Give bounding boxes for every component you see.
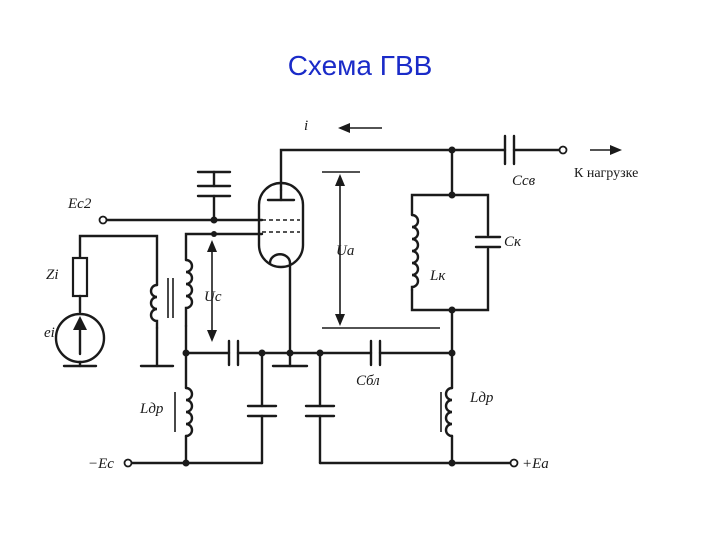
ec2-label: Eс2 [67, 196, 92, 212]
cbl-label: Cбл [356, 373, 380, 389]
zi-label: Zi [46, 267, 59, 283]
minus-ec-label: −Eс [88, 456, 114, 472]
bottom-rails [123, 458, 519, 468]
ua-indicator [322, 171, 440, 329]
right-choke [440, 351, 454, 465]
current-label: i [304, 118, 308, 134]
plus-ea-label: +Eа [522, 456, 549, 472]
control-grid-line [184, 231, 264, 262]
output-arrow [590, 145, 622, 155]
ldr-left-label: Lдр [139, 401, 164, 417]
tank-circuit [410, 148, 502, 357]
to-load-label: К нагрузке [574, 166, 638, 181]
current-arrow [338, 123, 382, 133]
slide-title: Схема ГВВ [287, 50, 433, 81]
vacuum-tube [257, 181, 305, 355]
ua-label: Uа [336, 243, 354, 259]
ldr-right-label: Lдр [469, 390, 494, 406]
uc-label: Uс [204, 289, 222, 305]
ccb-label: Cсв [512, 173, 536, 189]
grid-bias-line [182, 339, 456, 368]
uc-indicator [207, 240, 217, 342]
input-source [54, 234, 194, 368]
screen-grid-supply [98, 170, 264, 225]
left-choke [174, 351, 336, 465]
ck-label: Cк [504, 234, 522, 250]
ei-label: ei [44, 325, 55, 341]
lk-label: Lк [429, 268, 446, 284]
